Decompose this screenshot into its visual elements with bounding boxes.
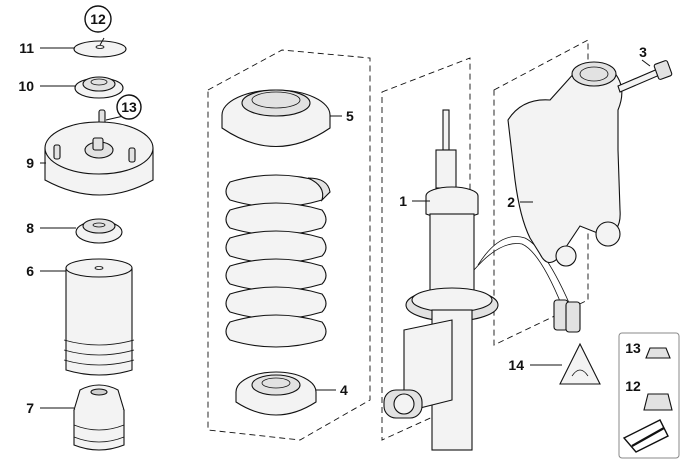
callout-2: 2: [507, 194, 515, 210]
part-top-mount[interactable]: [44, 121, 154, 196]
part-rubber-ring[interactable]: [75, 218, 123, 244]
callout-3: 3: [639, 44, 647, 60]
callout-1: 1: [399, 193, 407, 209]
part-lower-spring-pad[interactable]: [235, 371, 317, 416]
callout-4: 4: [340, 382, 348, 398]
callout-circle-12: [84, 5, 112, 33]
callout-6: 6: [26, 263, 34, 279]
part-shock-absorber[interactable]: [383, 109, 581, 451]
part-washer[interactable]: [73, 40, 127, 58]
group-boundaries: [207, 39, 589, 441]
part-upper-spring-pad[interactable]: [221, 89, 331, 148]
callout-7: 7: [26, 400, 34, 416]
callout-12: 12: [90, 11, 106, 27]
part-wheel-carrier[interactable]: [507, 61, 623, 267]
leader-lines: [40, 37, 651, 409]
callout-9: 9: [26, 155, 34, 171]
callout-13: 13: [121, 99, 137, 115]
part-bolt[interactable]: [617, 60, 673, 93]
part-bearing-ring[interactable]: [74, 76, 124, 99]
callout-5: 5: [346, 108, 354, 124]
legend-label-12: 12: [625, 378, 641, 394]
legend-panel: [618, 332, 680, 459]
callout-10: 10: [18, 78, 34, 94]
callout-11: 11: [19, 40, 34, 56]
callout-8: 8: [26, 220, 34, 236]
coil-spring[interactable]: [225, 174, 331, 348]
callout-14: 14: [508, 357, 524, 373]
legend-label-13: 13: [625, 340, 641, 356]
callout-labels: 12 13 11 10 9 8 6 7 5 4 1 2 3 14 13 12: [18, 5, 647, 416]
part-warning-label[interactable]: [559, 342, 601, 385]
part-bump-stop[interactable]: [73, 384, 125, 451]
callout-circle-13: [116, 94, 142, 120]
part-protection-tube[interactable]: [63, 258, 135, 376]
